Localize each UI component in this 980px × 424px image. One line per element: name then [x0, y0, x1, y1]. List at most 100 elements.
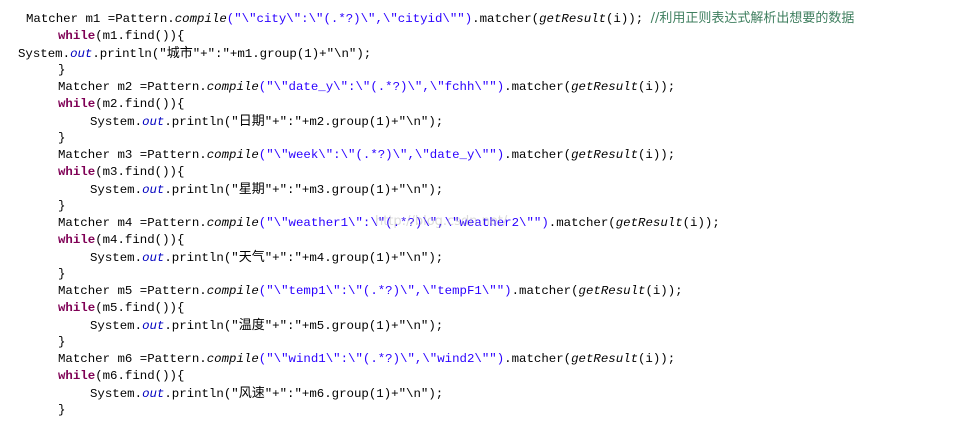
keyword-while: while	[58, 97, 96, 111]
code-line-println-city: System.out.println("城市"+":"+m1.group(1)+…	[18, 45, 371, 62]
cjk-label: 天气	[238, 250, 265, 265]
code-line-close-brace: }	[58, 403, 66, 417]
code-text: .matcher(	[504, 148, 572, 162]
code-line-while-m4: while(m4.find()){	[58, 232, 184, 249]
code-text: System.	[90, 319, 143, 333]
code-text: "+":"+m2.group(1)+"\n");	[264, 115, 444, 129]
code-text: .println("	[164, 387, 239, 401]
code-line-println-date: System.out.println("日期"+":"+m2.group(1)+…	[90, 113, 443, 130]
method-call: getResult	[539, 12, 606, 26]
field-out: out	[142, 251, 165, 265]
code-text: Matcher m6 =Pattern.	[58, 352, 207, 366]
code-line-close-brace: }	[58, 335, 66, 349]
code-text: (m2.find()){	[95, 97, 185, 111]
code-line-close-brace: }	[58, 199, 66, 213]
string-literal: ("\"temp1\":\"(.*?)\",\"tempF1\"")	[258, 284, 512, 298]
cjk-label: 风速	[238, 386, 265, 401]
code-text: System.	[90, 115, 143, 129]
code-line-matcher-m2: Matcher m2 =Pattern.compile("\"date_y\":…	[58, 79, 675, 96]
keyword-while: while	[58, 233, 96, 247]
code-text: System.	[18, 47, 71, 61]
code-text: Matcher m3 =Pattern.	[58, 148, 207, 162]
code-line-println-wind: System.out.println("风速"+":"+m6.group(1)+…	[90, 385, 443, 402]
method-name: compile	[206, 352, 259, 366]
code-text: .println("	[92, 47, 167, 61]
code-text: System.	[90, 251, 143, 265]
code-text: "+":"+m4.group(1)+"\n");	[264, 251, 444, 265]
code-text: .matcher(	[511, 284, 579, 298]
code-line-matcher-m1: Matcher m1 =Pattern.compile("\"city\":\"…	[26, 10, 854, 27]
field-out: out	[142, 319, 165, 333]
method-name: compile	[206, 148, 259, 162]
code-text: Matcher m4 =Pattern.	[58, 216, 207, 230]
code-text: "+":"+m3.group(1)+"\n");	[264, 183, 444, 197]
code-text: (i));	[638, 80, 676, 94]
keyword-while: while	[58, 369, 96, 383]
method-name: compile	[206, 216, 259, 230]
code-line-close-brace: }	[58, 63, 66, 77]
code-text: .println("	[164, 115, 239, 129]
code-line-matcher-m5: Matcher m5 =Pattern.compile("\"temp1\":\…	[58, 283, 683, 300]
code-line-close-brace: }	[58, 267, 66, 281]
code-text: (i));	[682, 216, 720, 230]
code-text: Matcher m5 =Pattern.	[58, 284, 207, 298]
string-literal: ("\"city\":\"(.*?)\",\"cityid\"")	[226, 12, 473, 26]
code-line-matcher-m4: Matcher m4 =Pattern.compile("\"weather1\…	[58, 215, 720, 232]
field-out: out	[142, 115, 165, 129]
code-line-while-m5: while(m5.find()){	[58, 300, 184, 317]
code-text: .matcher(	[548, 216, 616, 230]
code-text: (m1.find()){	[95, 29, 185, 43]
method-name: compile	[206, 80, 259, 94]
code-line-matcher-m3: Matcher m3 =Pattern.compile("\"week\":\"…	[58, 147, 675, 164]
code-text: .matcher(	[472, 12, 540, 26]
keyword-while: while	[58, 301, 96, 315]
code-text: (m4.find()){	[95, 233, 185, 247]
code-text: .matcher(	[504, 352, 572, 366]
code-text: (m5.find()){	[95, 301, 185, 315]
method-name: compile	[174, 12, 227, 26]
code-line-close-brace: }	[58, 131, 66, 145]
method-call: getResult	[571, 352, 638, 366]
keyword-while: while	[58, 29, 96, 43]
code-line-while-m3: while(m3.find()){	[58, 164, 184, 181]
method-name: compile	[206, 284, 259, 298]
keyword-while: while	[58, 165, 96, 179]
code-line-println-weather: System.out.println("天气"+":"+m4.group(1)+…	[90, 249, 443, 266]
code-text: .println("	[164, 183, 239, 197]
method-call: getResult	[615, 216, 683, 230]
code-text: System.	[90, 183, 143, 197]
cjk-label: 温度	[238, 318, 265, 333]
code-text: (i));	[638, 352, 676, 366]
code-line-println-temp: System.out.println("温度"+":"+m5.group(1)+…	[90, 317, 443, 334]
string-literal: ("\"weather1\":\"(.*?)\",\"weather2\"")	[258, 216, 549, 230]
method-call: getResult	[571, 80, 638, 94]
code-text: (i));	[606, 12, 651, 26]
code-text: System.	[90, 387, 143, 401]
field-out: out	[142, 183, 165, 197]
code-text: "+":"+m6.group(1)+"\n");	[264, 387, 444, 401]
code-text: (m3.find()){	[95, 165, 185, 179]
cjk-label: 星期	[238, 182, 265, 197]
code-text: "+":"+m5.group(1)+"\n");	[264, 319, 444, 333]
field-out: out	[142, 387, 165, 401]
cjk-label: 城市	[166, 46, 193, 61]
code-line-matcher-m6: Matcher m6 =Pattern.compile("\"wind1\":\…	[58, 351, 675, 368]
string-literal: ("\"wind1\":\"(.*?)\",\"wind2\"")	[258, 352, 505, 366]
method-call: getResult	[571, 148, 638, 162]
code-text: Matcher m1 =Pattern.	[26, 12, 175, 26]
code-text: .matcher(	[504, 80, 572, 94]
string-literal: ("\"week\":\"(.*?)\",\"date_y\"")	[258, 148, 505, 162]
code-line-while-m6: while(m6.find()){	[58, 368, 184, 385]
code-text: Matcher m2 =Pattern.	[58, 80, 207, 94]
code-text: (m6.find()){	[95, 369, 185, 383]
code-text: (i));	[645, 284, 683, 298]
code-text: (i));	[638, 148, 676, 162]
cjk-label: 日期	[238, 114, 265, 129]
code-text: "+":"+m1.group(1)+"\n");	[192, 47, 372, 61]
code-line-println-week: System.out.println("星期"+":"+m3.group(1)+…	[90, 181, 443, 198]
method-call: getResult	[578, 284, 646, 298]
field-out: out	[70, 47, 93, 61]
code-text: .println("	[164, 319, 239, 333]
code-line-while-m1: while(m1.find()){	[58, 28, 184, 45]
